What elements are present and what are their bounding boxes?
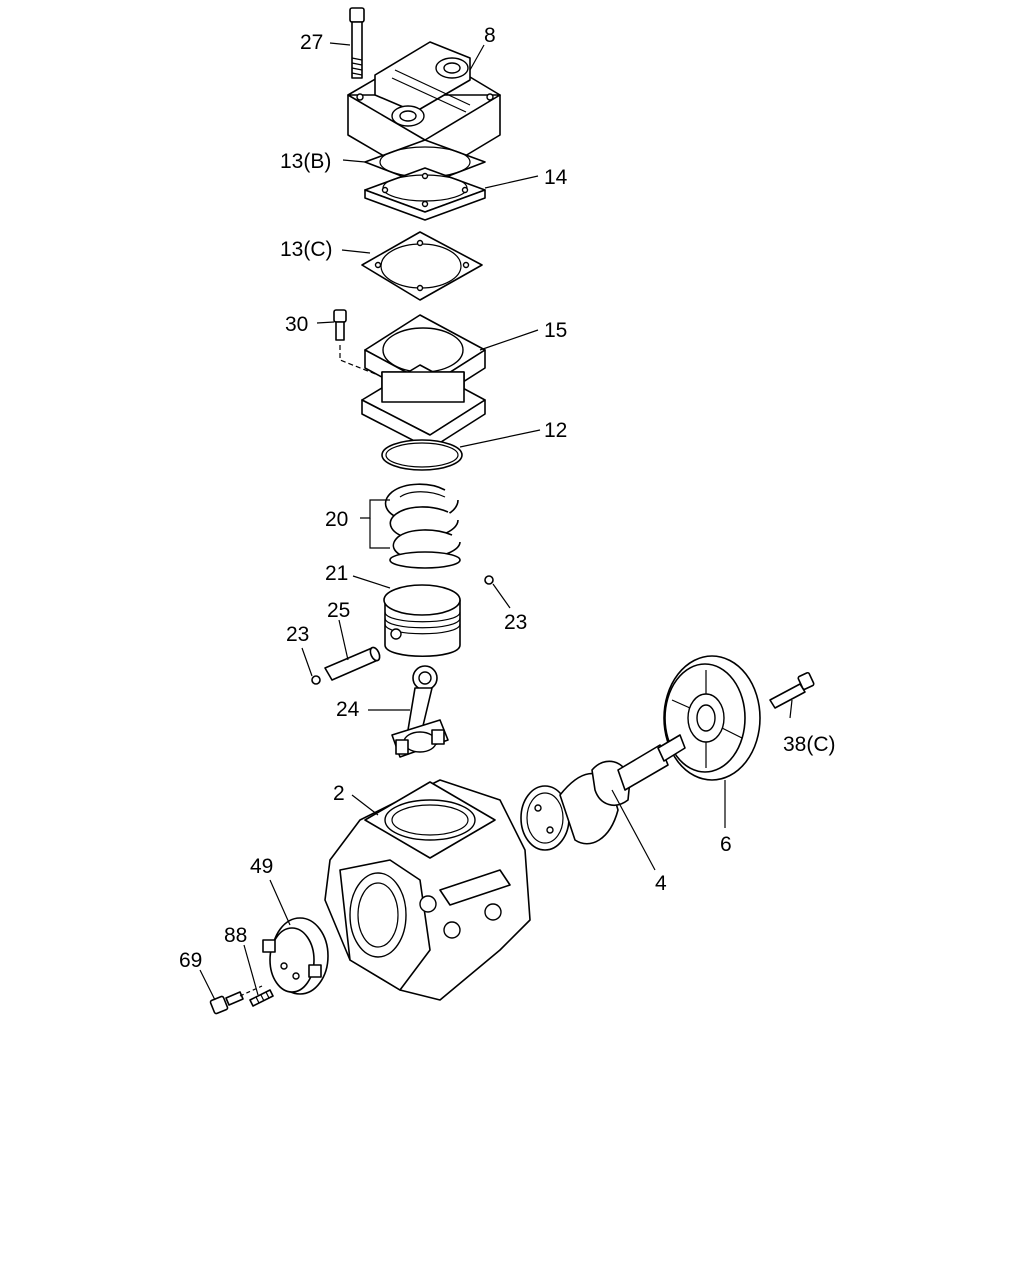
part-27-bolt [349, 7, 365, 79]
label-23-right: 23 [504, 611, 527, 634]
label-20: 20 [325, 508, 348, 531]
label-69: 69 [179, 949, 202, 972]
part-13c-gasket [361, 231, 483, 301]
part-24-connecting-rod [391, 665, 449, 758]
part-8-cylinder-head [347, 41, 501, 181]
part-12-o-ring [381, 439, 463, 471]
part-6-pulley [663, 655, 761, 781]
part-15-cylinder [361, 314, 486, 450]
leader-lines [199, 42, 793, 1001]
part-4-crankshaft [520, 734, 686, 851]
label-15: 15 [544, 319, 567, 342]
label-27: 27 [300, 31, 323, 54]
label-23-left: 23 [286, 623, 309, 646]
label-88: 88 [224, 924, 247, 947]
part-25-piston-pin [324, 646, 381, 681]
part-23-snap-ring-left [311, 675, 321, 685]
label-13c: 13(C) [280, 238, 333, 261]
part-20-piston-rings [384, 483, 461, 569]
label-2: 2 [333, 782, 345, 805]
label-25: 25 [327, 599, 350, 622]
label-8: 8 [484, 24, 496, 47]
part-88-stud [249, 989, 274, 1007]
part-14-valve-plate [364, 167, 486, 221]
part-69-bolt [209, 991, 244, 1015]
label-30: 30 [285, 313, 308, 336]
part-49-cover [262, 917, 329, 995]
label-21: 21 [325, 562, 348, 585]
part-2-crankcase [324, 779, 531, 1001]
label-38c: 38(C) [783, 733, 836, 756]
part-21-piston [383, 584, 461, 657]
label-4: 4 [655, 872, 667, 895]
part-labels: 27 8 13(B) 14 13(C) 30 15 12 20 21 23 25… [179, 24, 836, 972]
label-6: 6 [720, 833, 732, 856]
label-12: 12 [544, 419, 567, 442]
part-23-snap-ring-right [484, 575, 494, 585]
part-38c-bolt [769, 671, 815, 709]
label-13b: 13(B) [280, 150, 331, 173]
label-24: 24 [336, 698, 360, 721]
part-30-bolt [333, 309, 379, 376]
label-14: 14 [544, 166, 568, 189]
label-49: 49 [250, 855, 273, 878]
